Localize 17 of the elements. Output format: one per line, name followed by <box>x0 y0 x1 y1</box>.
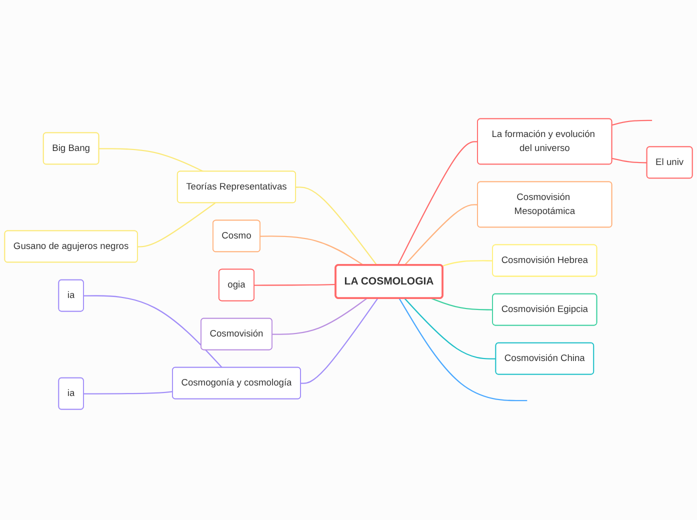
connector <box>254 283 336 286</box>
connector <box>397 140 478 265</box>
connector <box>398 298 528 401</box>
connector <box>296 186 378 266</box>
connector <box>442 260 493 266</box>
connector <box>404 204 478 266</box>
connector <box>260 235 364 266</box>
connector <box>612 119 652 126</box>
connector <box>99 148 204 172</box>
connector <box>404 298 496 359</box>
connector <box>272 297 368 334</box>
connector <box>431 297 493 310</box>
connector <box>612 157 648 163</box>
connector <box>84 294 223 368</box>
connector <box>84 390 173 394</box>
connector <box>138 202 216 247</box>
connector <box>300 298 378 384</box>
